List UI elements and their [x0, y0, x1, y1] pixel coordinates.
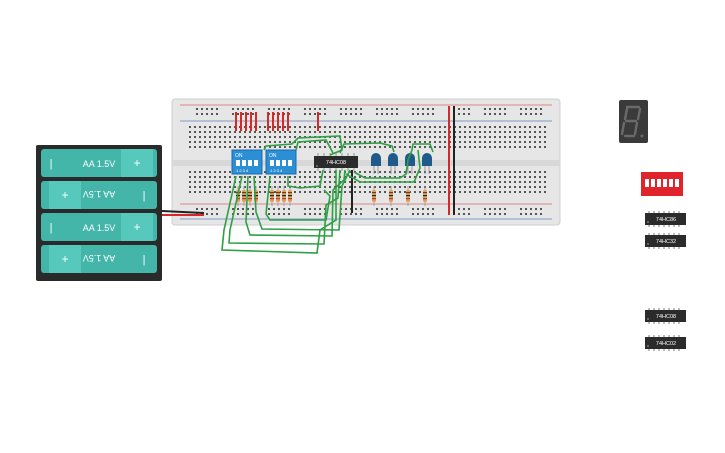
resistor[interactable]: [270, 186, 274, 206]
battery-pack[interactable]: AA 1.5V | + AA 1.5V | + AA 1.5V | + AA 1.5V | +: [36, 145, 162, 281]
green-wire-f[interactable]: [287, 169, 324, 189]
resistor[interactable]: [406, 186, 410, 206]
palette-ic-chip[interactable]: 74HC32: [645, 233, 686, 249]
green-wire-j[interactable]: [345, 149, 421, 183]
dip-switch-right-toggles[interactable]: [270, 160, 292, 166]
resistor[interactable]: [276, 186, 280, 206]
led-blue[interactable]: [422, 153, 432, 174]
battery-minus-icon: |: [143, 254, 146, 266]
led-blue[interactable]: [388, 153, 398, 174]
resistor[interactable]: [389, 186, 393, 206]
breadboard-center-channel: [172, 160, 560, 166]
palette-ic-chip[interactable]: 74HC86: [645, 211, 686, 227]
battery-minus-icon: |: [50, 222, 53, 234]
palette-ic-chip-label: 74HC32: [656, 239, 676, 245]
green-wire-a[interactable]: [221, 170, 337, 254]
dip-switch-right-pin-numbers: 1 2 3 4: [270, 168, 283, 173]
battery-plus-icon: +: [133, 156, 140, 170]
green-wire-k[interactable]: [265, 175, 331, 221]
green-wire-c[interactable]: [245, 169, 346, 237]
red-wire-group-right[interactable]: [267, 112, 289, 131]
breadboard[interactable]: [171, 98, 561, 226]
battery-minus-icon: |: [143, 190, 146, 202]
resistor[interactable]: [372, 186, 376, 206]
resistor[interactable]: [248, 186, 252, 206]
battery-cell[interactable]: AA 1.5V | +: [41, 245, 157, 273]
seven-segment-display[interactable]: [619, 100, 648, 143]
dip-switch-left-pin-numbers: 1 2 3 4: [236, 168, 249, 173]
ic-chip-breadboard-label: 74HC08: [326, 160, 346, 166]
battery-cell-label: AA 1.5V: [83, 253, 116, 263]
dip-switch-right-on-label: ON: [269, 153, 277, 159]
palette-ic-chip-label: 74HC08: [656, 314, 676, 320]
palette-ic-chip[interactable]: 74HC02: [645, 335, 686, 351]
battery-cell[interactable]: AA 1.5V | +: [41, 149, 157, 177]
resistor[interactable]: [282, 186, 286, 206]
battery-cell-label: AA 1.5V: [83, 189, 116, 199]
battery-cell-label: AA 1.5V: [83, 223, 116, 233]
battery-minus-icon: |: [50, 158, 53, 170]
palette-ic-chip[interactable]: 74HC08: [645, 308, 686, 324]
green-wire-d[interactable]: [253, 169, 351, 231]
battery-cell[interactable]: AA 1.5V | +: [41, 213, 157, 241]
palette-ic-chip-label: 74HC86: [656, 217, 676, 223]
green-wire-i[interactable]: [353, 143, 434, 179]
dip-switch-left-on-label: ON: [235, 153, 243, 159]
resistor[interactable]: [423, 186, 427, 206]
dip-switch-left-toggles[interactable]: [236, 160, 258, 166]
resistor[interactable]: [288, 186, 292, 206]
battery-cell-label: AA 1.5V: [83, 159, 116, 169]
green-wire-b[interactable]: [228, 169, 341, 245]
green-wire-h[interactable]: [339, 142, 395, 154]
green-wires[interactable]: [221, 135, 434, 254]
battery-lead-black[interactable]: [161, 210, 205, 214]
battery-plus-icon: +: [61, 252, 68, 266]
dip-switch-right[interactable]: ON 1 2 3 4: [265, 149, 297, 175]
battery-plus-icon: +: [133, 220, 140, 234]
red-wire-group-left[interactable]: [235, 112, 257, 131]
battery-plus-icon: +: [61, 188, 68, 202]
palette-ic-chip-label: 74HC02: [656, 341, 676, 347]
battery-cell[interactable]: AA 1.5V | +: [41, 181, 157, 209]
dip-switch-left[interactable]: ON 1 2 3 4: [231, 149, 263, 175]
resistor[interactable]: [242, 186, 246, 206]
dip-switch-palette[interactable]: [641, 172, 683, 196]
green-wire-g[interactable]: [295, 139, 334, 154]
leds[interactable]: [371, 153, 432, 174]
led-blue[interactable]: [371, 153, 381, 174]
